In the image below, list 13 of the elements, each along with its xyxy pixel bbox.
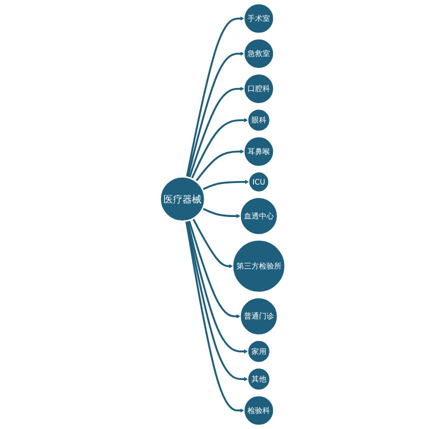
node-circle: 医疗器械 [159,176,206,222]
arrow [186,220,248,354]
arrow [202,180,250,190]
arrow [186,16,244,178]
arrow [192,218,233,268]
arrow [186,52,244,178]
arrow [188,86,244,178]
arrow [190,118,248,180]
arrow [186,220,248,382]
arrow [185,220,244,413]
arrow [195,150,244,182]
arrow [188,220,240,318]
arrow [202,208,240,218]
